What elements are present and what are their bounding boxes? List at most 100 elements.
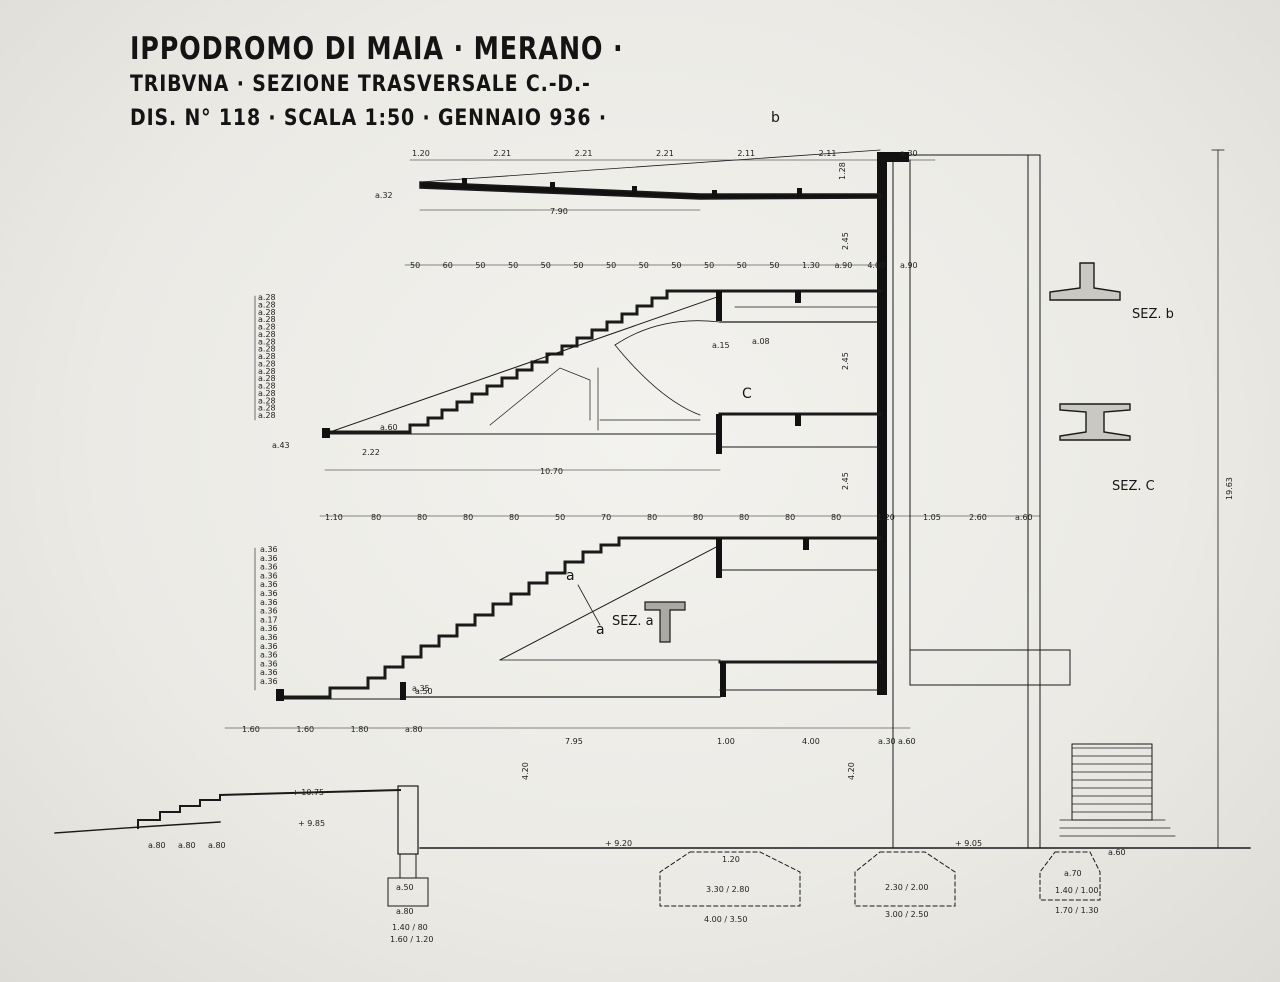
roof-ribs (462, 178, 802, 198)
upper-riser-dim-text: a.28 (258, 382, 276, 391)
lower-tier-wall: a.30 (878, 737, 896, 746)
lower-riser-dim-text: a.36 (260, 571, 278, 580)
footing-4 (1039, 851, 1101, 901)
upper-row-dim-text: 50 (508, 261, 518, 270)
title-block: IPPODROMO DI MAIA · MERANO · TRIBVNA · S… (130, 30, 732, 136)
footing-2-width: 4.00 / 3.50 (704, 915, 747, 924)
section-marker-c: C (742, 386, 752, 402)
upper-arch-2 (614, 344, 701, 416)
lower-row-dim-text: 2.60 (969, 513, 987, 522)
upper-tier-c: a.15 (712, 341, 730, 350)
upper-row-dim-text: 50 (475, 261, 485, 270)
ground-line (54, 821, 1251, 849)
upper-tier-soffit (329, 295, 721, 433)
lower-row-dim-text: 1.10 (325, 513, 343, 522)
lower-riser-dim-text: a.36 (260, 677, 278, 686)
upper-tier-d: a.08 (752, 337, 770, 346)
lower-riser-dim-text: a.17 (260, 615, 278, 624)
lower-riser-dim-text: a.36 (260, 651, 278, 660)
upper-riser-dims: a.28a.28a.28a.28a.28a.28a.28a.28a.28a.28… (258, 293, 276, 420)
lower-riser-dim-text: a.36 (260, 589, 278, 598)
steps-dim-text: a.80 (208, 841, 226, 850)
ground-floor-column (720, 662, 726, 697)
upper-riser-dim-text: a.28 (258, 315, 276, 324)
lower-tier-wall2: a.60 (898, 737, 916, 746)
section-a-cut (577, 584, 601, 626)
sez-a-label: SEZ. a (612, 614, 654, 629)
lower-row-dim-text: 1.20 (877, 513, 895, 522)
lower-riser-dim-text: a.36 (260, 659, 278, 668)
upper-height-b: 2.45 (841, 352, 850, 370)
main-back-wall (877, 155, 887, 695)
lower-tier-soffit (499, 544, 721, 661)
ground-height-2: 4.20 (847, 762, 856, 780)
roof-head (877, 152, 909, 162)
upper-height-c: 2.45 (841, 472, 850, 490)
elevation-upper-ground: + 10.75 (292, 788, 324, 797)
lower-row-dim-text: 80 (739, 513, 749, 522)
footing-4-width: 1.70 / 1.30 (1055, 906, 1098, 915)
upper-riser-dim-text: a.28 (258, 404, 276, 413)
sez-c-label: SEZ. C (1112, 479, 1155, 494)
footing-3-mid: 2.30 / 2.00 (885, 883, 928, 892)
lower-front-post (276, 689, 284, 701)
lower-tier-room: 4.00 (802, 737, 820, 746)
upper-riser-dim-text: a.28 (258, 374, 276, 383)
roof-dim-text: 2.21 (656, 149, 674, 158)
detail-c (1059, 403, 1131, 441)
upper-row-dim-text: 50 (671, 261, 681, 270)
lower-riser-dim-text: a.36 (260, 580, 278, 589)
lower-riser-dim-text: a.36 (260, 598, 278, 607)
roof-height-dim: 1.28 (838, 162, 847, 180)
upper-row-dim-text: 50 (573, 261, 583, 270)
upper-riser-dim-text: a.28 (258, 293, 276, 302)
roof-upper-edge (419, 149, 881, 183)
lower-tier-stairs (276, 536, 882, 699)
lower-row-dim-text: 80 (647, 513, 657, 522)
upper-row-dim-text: 50 (541, 261, 551, 270)
lower-riser-dim-text: a.36 (260, 554, 278, 563)
bottom-dim-text: a.80 (405, 725, 423, 734)
lower-riser-dim-text: a.36 (260, 642, 278, 651)
elevation-lower-ground: + 9.85 (298, 819, 325, 828)
middle-beam (795, 414, 801, 426)
upper-riser-dim-text: a.28 (258, 337, 276, 346)
lower-riser-dim-text: a.36 (260, 624, 278, 633)
upper-row-dim-text: a.90 (900, 261, 918, 270)
footing-1-mid: a.80 (396, 907, 414, 916)
detail-a (644, 601, 686, 643)
upper-row-dim-text: 50 (606, 261, 616, 270)
roof-edge-dim: a.32 (375, 191, 393, 200)
upper-row-dim-text: a.90 (835, 261, 853, 270)
upper-riser-dim-text: a.28 (258, 330, 276, 339)
right-stair-frame (1071, 743, 1153, 821)
roof-dim-text: 2.11 (819, 149, 837, 158)
elevation-ground-mid: + 9.20 (605, 839, 632, 848)
bottom-dim-text: 1.60 (242, 725, 260, 734)
lower-beam (803, 538, 809, 550)
lower-riser-dim-text: a.36 (260, 607, 278, 616)
upper-riser-dim-text: a.28 (258, 389, 276, 398)
upper-riser-dim-text: a.28 (258, 411, 276, 420)
lower-tier-b: a.50 (415, 687, 433, 696)
lower-riser-dim-text: a.36 (260, 545, 278, 554)
roof-dim-text: 2.21 (493, 149, 511, 158)
bottom-dim-text: 1.60 (296, 725, 314, 734)
upper-column (716, 291, 722, 321)
lower-row-dim-text: 80 (371, 513, 381, 522)
footing-4-top: a.70 (1064, 869, 1082, 878)
lower-row-dim-text: 80 (463, 513, 473, 522)
sez-b-label: SEZ. b (1132, 307, 1174, 322)
footing-2 (659, 851, 801, 907)
upper-riser-dim-text: a.28 (258, 367, 276, 376)
footing-1-top: a.50 (396, 883, 414, 892)
lower-column (716, 538, 722, 578)
upper-front-post (322, 428, 330, 438)
bottom-dim-text: 1.80 (351, 725, 369, 734)
drawing-subtitle: TRIBVNA · SEZIONE TRASVERSALE C.-D.- (130, 72, 591, 97)
upper-tier-length: 10.70 (540, 467, 563, 476)
